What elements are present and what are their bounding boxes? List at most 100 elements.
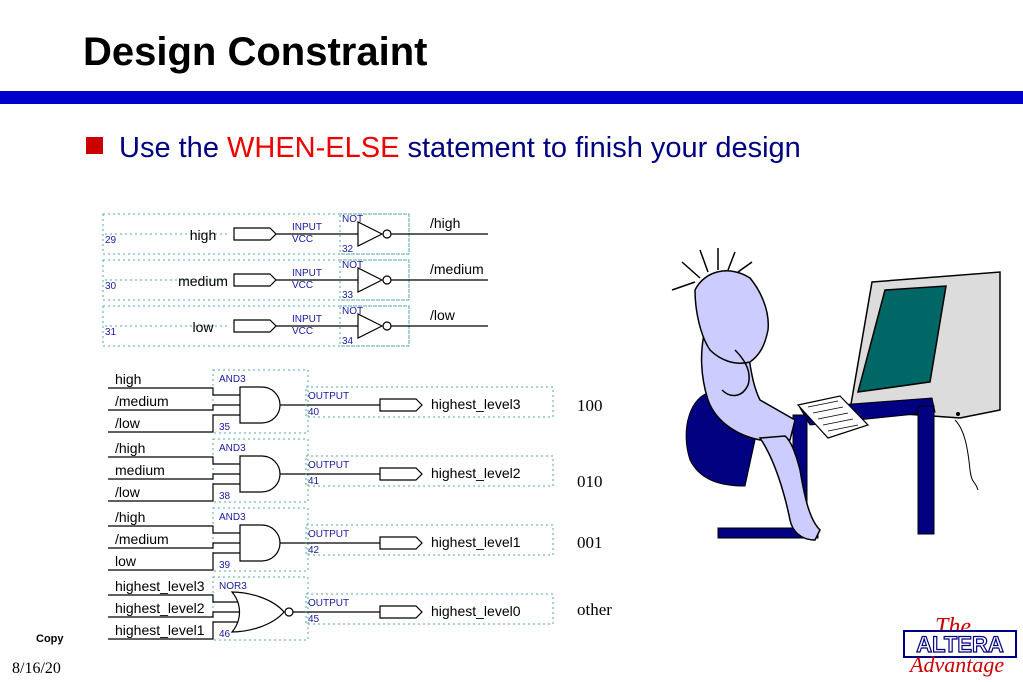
logo-word-altera: ALTERA [916,632,1004,657]
inversion-bubble [284,607,294,617]
gate-frame [212,369,309,434]
output-name: highest_level0 [431,603,521,619]
gate-type: NOT [342,260,363,271]
monitor-cable [954,419,979,491]
gate-row: AND335high/medium/lowOUTPUT40highest_lev… [108,369,554,434]
gate-number: 46 [219,629,231,640]
input-name: low [192,319,214,335]
output-number: 42 [308,545,320,556]
gate-number: 35 [219,422,231,433]
footer-date: 8/16/20 [12,660,61,677]
gate-row: AND3 39/high/medium low OUTPUT 42 highest_lev… [108,507,554,572]
keyboard-icon [796,395,870,439]
wire [108,483,240,502]
input-pin-icon [233,273,277,287]
output-frame [305,524,554,556]
gate-input-label: low [115,553,137,569]
gate-input-label: /medium [115,531,169,547]
gate-number: 33 [342,290,354,301]
output-name: highest_level1 [431,534,521,550]
gate-type: NOT [342,306,363,317]
wire [108,552,240,571]
wire [108,414,240,433]
gate-input-label: /low [115,484,141,500]
output-frame [305,455,554,487]
output-pin-icon [379,467,423,481]
output-name: /low [430,307,456,323]
code-value: 001 [577,533,603,552]
wire [108,473,240,480]
gate-type: AND3 [219,512,246,523]
code-value: other [577,600,612,619]
code-value: 010 [577,472,603,491]
gate-number: 32 [342,244,354,255]
gate-group: AND335high/medium/lowOUTPUT40highest_lev… [108,369,554,641]
input-name: medium [178,273,228,289]
output-pin-icon [379,398,423,412]
wire [108,525,240,534]
gate-row: AND338/highmedium/lowOUTPUT41highest_lev… [108,438,554,503]
inversion-bubble [382,229,392,239]
input-sub: VCC [292,234,313,245]
wire [108,404,240,411]
gate-type: NOT [342,214,363,225]
gate-type: AND3 [219,374,246,385]
output-frame [305,593,554,625]
pin-number: 29 [105,235,117,246]
output-number: 40 [308,407,320,418]
wire [108,611,240,618]
footer-copyright: Copy [36,633,64,645]
code-value: 100 [577,396,603,415]
bullet-text-suffix: statement to finish your design [399,132,801,164]
output-type: OUTPUT [308,529,349,540]
gate-input-label: /low [115,415,141,431]
gate-input-label: /high [115,509,145,525]
altera-logo: The ALTERA Advantage [903,614,1017,677]
output-type: OUTPUT [308,598,349,609]
square-bullet-icon [86,137,103,154]
gate-input-label: highest_level3 [115,578,205,594]
gate-number: 38 [219,491,231,502]
chair-back [685,391,756,487]
gate-input-label: medium [115,462,165,478]
input-pin-icon [233,227,277,241]
and-gate-icon [239,455,281,493]
input-type: INPUT [292,314,322,325]
gate-input-label: high [115,371,141,387]
output-type: OUTPUT [308,391,349,402]
pin-number: 30 [105,281,117,292]
output-name: highest_level3 [431,396,521,412]
and-gate-icon [239,524,281,562]
bullet-keyword: WHEN-ELSE [227,132,400,164]
desk-leg-right [917,405,935,535]
not-gate-icon [357,313,384,339]
inversion-bubble [382,275,392,285]
slide-title: Design Constraint [83,30,428,74]
gate-input-label: highest_level1 [115,622,205,638]
output-number: 41 [308,476,320,487]
power-led-icon [956,412,960,416]
not-gate-icon [357,221,384,247]
logo-box [903,630,1017,658]
output-name: /medium [430,261,484,277]
input-type: INPUT [292,268,322,279]
person-arm [721,349,750,397]
gate-frame [212,438,309,503]
wire [108,621,240,640]
wire [108,542,240,549]
person-leg [758,435,821,541]
gate-number: 39 [219,560,231,571]
person-at-computer-illustration [671,248,1001,541]
inversion-bubble [382,321,392,331]
gate-type: NOR3 [219,581,247,592]
gate-type: AND3 [219,443,246,454]
gate-frame [212,576,309,641]
bullet-text-prefix: Use the [119,132,227,164]
input-sub: VCC [292,326,313,337]
gate-row: NOR346highest_level3highest_level2highes… [108,576,554,641]
gate-number: 34 [342,336,354,347]
